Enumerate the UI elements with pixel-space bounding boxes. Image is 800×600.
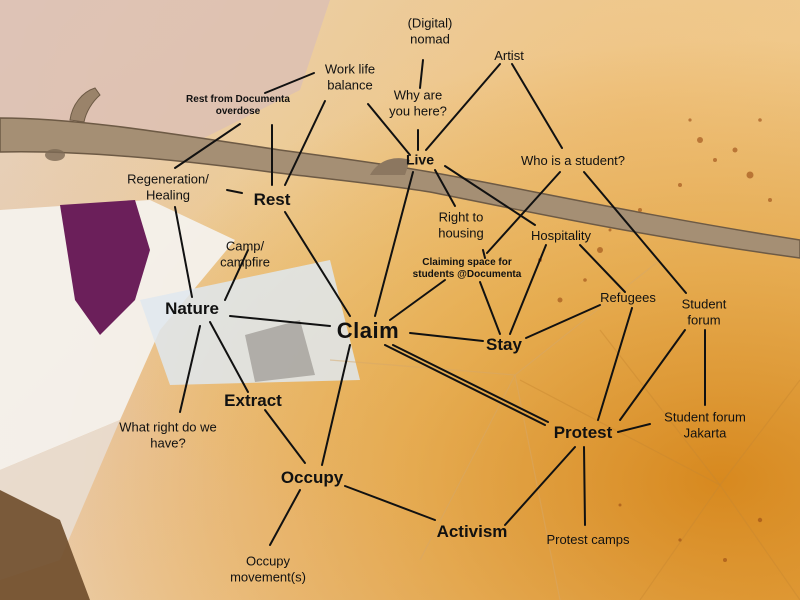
node-nature: Nature bbox=[165, 298, 219, 318]
node-activism: Activism bbox=[436, 521, 508, 541]
node-live: Live bbox=[405, 151, 435, 168]
node-refugees: Refugees bbox=[600, 290, 656, 306]
node-occupy: Occupy bbox=[280, 467, 344, 487]
node-claim: Claim bbox=[336, 317, 400, 343]
node-who-is-a-student: Who is a student? bbox=[520, 153, 626, 169]
node-protest-camps: Protest camps bbox=[546, 532, 630, 548]
node-rest: Rest bbox=[253, 189, 291, 209]
node-digital-nomad: (Digital)nomad bbox=[407, 15, 453, 46]
node-stay: Stay bbox=[486, 334, 522, 354]
node-hospitality: Hospitality bbox=[531, 228, 591, 244]
node-extract: Extract bbox=[224, 390, 282, 410]
node-artist: Artist bbox=[494, 48, 524, 64]
node-camp-campfire: Camp/campfire bbox=[220, 238, 270, 269]
node-protest: Protest bbox=[553, 422, 613, 442]
node-regeneration-healing: Regeneration/Healing bbox=[127, 171, 209, 202]
